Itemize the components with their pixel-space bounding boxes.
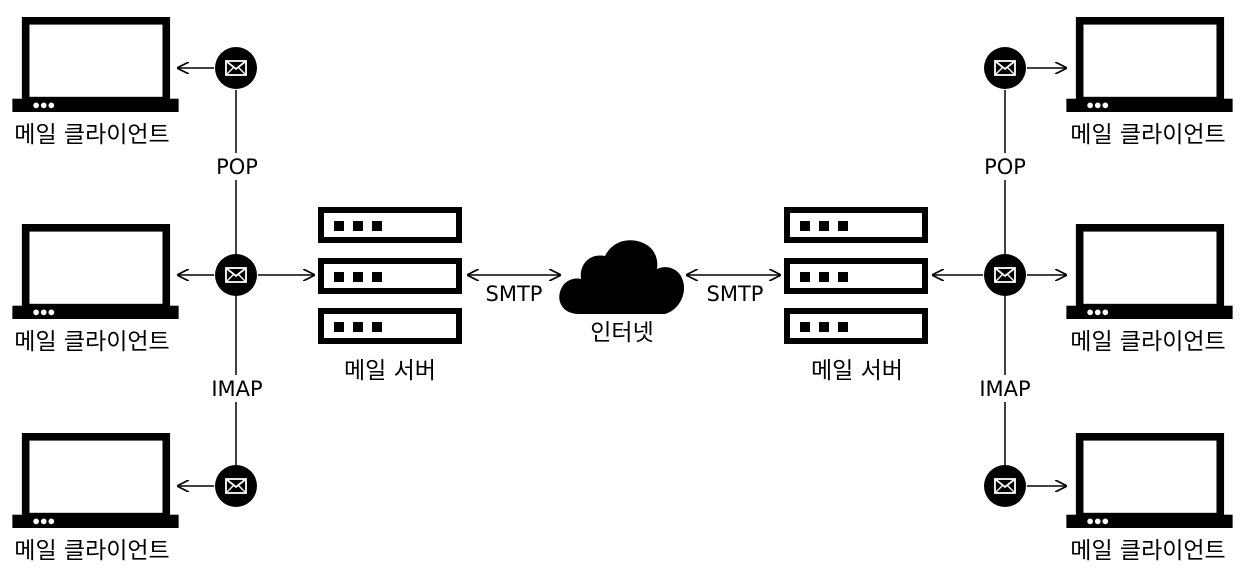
- client-label-left-1: 메일 클라이언트: [14, 122, 169, 148]
- client-label-right-3: 메일 클라이언트: [1070, 538, 1225, 564]
- client-label-left-3: 메일 클라이언트: [14, 538, 169, 564]
- envelope-icon: [214, 464, 258, 508]
- laptop-icon: [12, 437, 178, 528]
- client-label-left-2: 메일 클라이언트: [14, 329, 169, 355]
- laptop-icon: [1066, 437, 1232, 528]
- server-label-right: 메일 서버: [811, 358, 903, 384]
- envelope-icon: [983, 253, 1027, 297]
- laptop-icon: [12, 228, 178, 319]
- client-label-right-1: 메일 클라이언트: [1070, 122, 1225, 148]
- smtp-label-right: SMTP: [707, 282, 764, 306]
- pop-label-left: POP: [216, 155, 258, 179]
- envelope-icon: [214, 253, 258, 297]
- internet-label: 인터넷: [590, 320, 653, 346]
- laptop-icon: [1066, 21, 1232, 112]
- server-label-left: 메일 서버: [344, 358, 436, 384]
- smtp-label-left: SMTP: [486, 282, 543, 306]
- envelope-icon: [214, 46, 258, 90]
- imap-label-left: IMAP: [211, 377, 262, 401]
- server-rack-icon: [787, 210, 925, 341]
- envelope-icon: [983, 46, 1027, 90]
- server-rack-icon: [321, 210, 459, 341]
- laptop-icon: [1066, 228, 1232, 319]
- cloud-icon: [559, 240, 685, 314]
- laptop-icon: [12, 21, 178, 112]
- pop-label-right: POP: [984, 155, 1026, 179]
- envelope-icon: [983, 464, 1027, 508]
- imap-label-right: IMAP: [979, 377, 1030, 401]
- client-label-right-2: 메일 클라이언트: [1070, 329, 1225, 355]
